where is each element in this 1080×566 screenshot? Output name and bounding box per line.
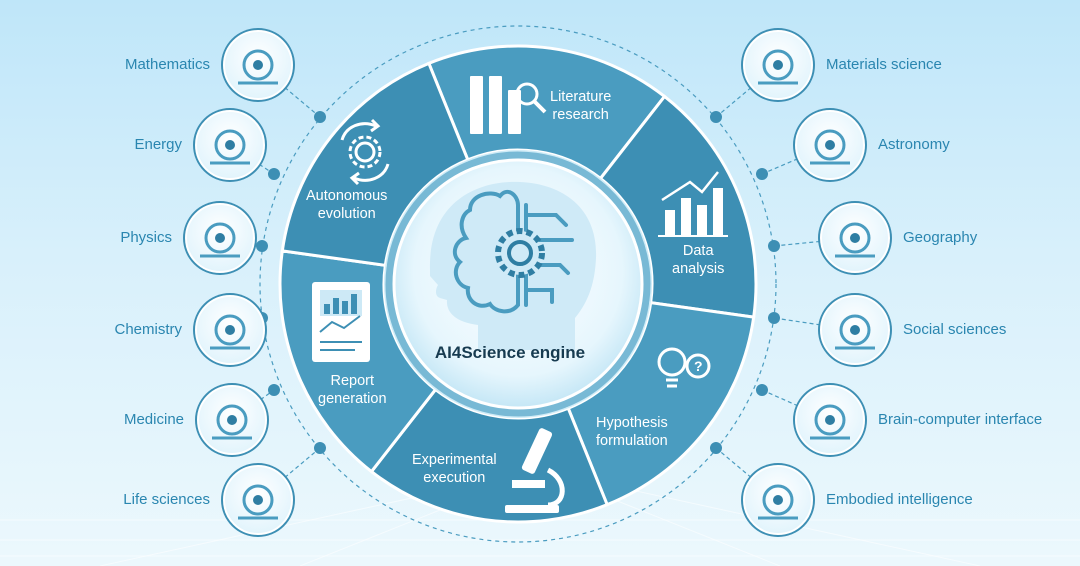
connector-line [761,389,831,421]
connector-dot [268,168,280,180]
dna-icon [221,463,295,537]
connector-dot [256,240,268,252]
bar-chart-icon [658,171,728,237]
domain-label: Astronomy [878,136,950,153]
outer-orbit [259,25,777,543]
connector-dot [756,384,768,396]
atom-icon [183,201,257,275]
segment-label-line: Autonomous [306,188,388,204]
domain-label: Physics [120,229,172,246]
segment-label-line: Data [682,243,714,259]
domain-label: Mathematics [124,56,210,73]
battery-icon [193,108,267,182]
segment-hypothesis-formulation: Hypothesis formulation [596,414,668,450]
molecule-icon [741,28,815,102]
lightbulb-question-icon: ? [657,347,711,388]
segment-label-line: generation [318,391,387,407]
connector-dot [314,111,326,123]
segment-label-line: evolution [317,206,376,222]
report-document-icon [312,282,370,362]
connector-dot [768,312,780,324]
domain-label: Chemistry [114,321,182,338]
connector-dot [314,442,326,454]
svg-text:?: ? [694,358,703,374]
segment-label-line: research [552,107,609,123]
domain-label: Geography [903,229,978,246]
segment-label-line: Report [330,373,375,389]
segment-label-line: analysis [672,261,725,277]
segment-report-generation: Report generation [318,372,387,408]
connector-dot [268,384,280,396]
domain-label: Embodied intelligence [826,491,973,508]
domain-label: Medicine [123,411,184,428]
segment-label-line: Hypothesis [596,415,668,431]
book-search-icon [470,76,547,134]
segment-experimental-execution: Experimental execution [412,451,497,487]
segment-label-line: Literature [550,89,612,105]
brain-chip-icon [793,383,867,457]
domain-label: Social sciences [903,321,1007,338]
segment-label-line: execution [423,470,486,486]
gear-cycle-icon [340,118,390,186]
connector-dot [768,240,780,252]
connector-dot [756,168,768,180]
compass-ruler-icon [221,28,295,102]
microscope-icon [505,428,565,513]
robot-hand-icon [741,463,815,537]
domain-label: Materials science [826,56,942,73]
domain-label: Energy [134,136,182,153]
domain-label: Brain-computer interface [878,411,1043,428]
network-icon [818,293,892,367]
flask-icon [193,293,267,367]
segment-label-line: formulation [596,433,668,449]
globe-icon [818,201,892,275]
telescope-icon [793,108,867,182]
domain-label: Life sciences [123,491,210,508]
segment-autonomous-evolution: Autonomous evolution [306,187,387,223]
engine-title: AI4Science engine [434,343,586,362]
caduceus-icon [195,383,269,457]
segment-data-analysis: Data analysis [672,242,724,278]
segment-label-line: Experimental [412,452,497,468]
segment-literature-research: Literature research [550,88,611,124]
connector-dot [710,442,722,454]
connector-dot [710,111,722,123]
brain-head-icon [429,181,597,350]
